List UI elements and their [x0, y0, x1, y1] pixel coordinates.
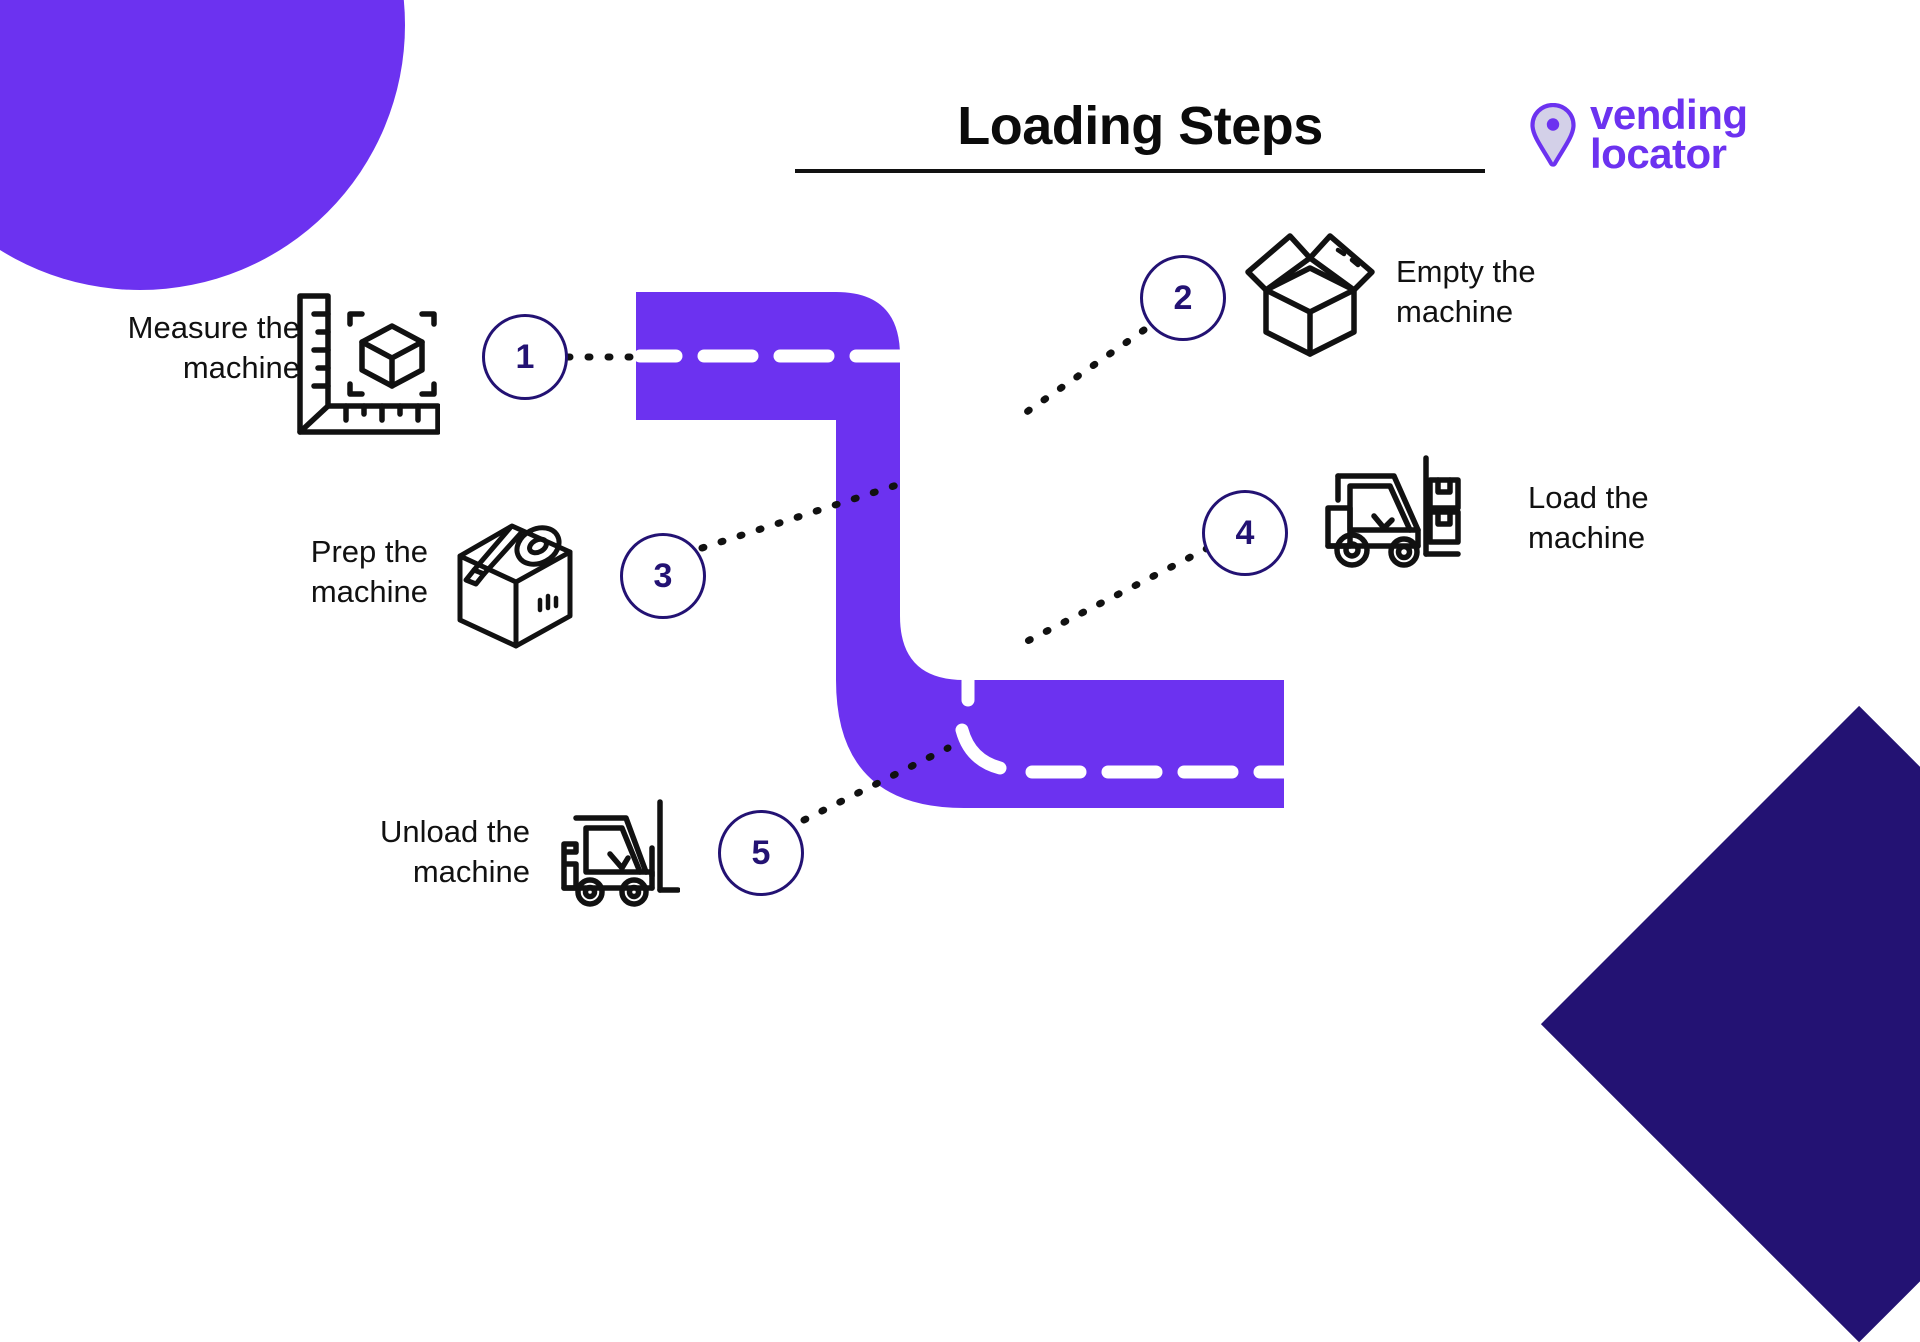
logo-line-2: locator [1590, 129, 1727, 177]
step-4-label-line1: Load the [1528, 480, 1649, 515]
step-5-label-line1: Unload the [380, 814, 530, 849]
ruler-cube-measure-icon [297, 293, 440, 435]
step-4-number: 4 [1235, 513, 1255, 552]
step-2-label-line2: machine [1396, 294, 1514, 330]
logo-line-1: vending [1590, 91, 1748, 138]
taped-box-icon [457, 523, 573, 649]
step-3-label: Prep the machine [228, 532, 428, 613]
step-circle-5[interactable]: 5 [718, 810, 804, 896]
step-circle-2[interactable]: 2 [1140, 255, 1226, 341]
forklift-empty-icon [561, 799, 680, 907]
step-2-number: 2 [1173, 278, 1193, 317]
step-circle-1[interactable]: 1 [482, 314, 568, 400]
step-1-label: Measure the machine [50, 308, 300, 389]
step-1-label-line2: machine [182, 350, 300, 386]
step-2-label: Empty the machine [1396, 252, 1666, 333]
forklift-loaded-icon [1325, 455, 1461, 568]
header: Loading Steps [795, 98, 1485, 173]
step-5-number: 5 [751, 833, 771, 872]
step-circle-4[interactable]: 4 [1202, 490, 1288, 576]
step-2-label-line1: Empty the [1396, 254, 1536, 289]
step-1-number: 1 [515, 337, 535, 376]
open-box-icon [1245, 233, 1375, 357]
logo-wordmark: vending locator [1590, 91, 1748, 177]
road-path [633, 292, 1297, 808]
step-3-label-line2: machine [310, 574, 428, 610]
title-underline [795, 168, 1485, 173]
step-4-label: Load the machine [1528, 478, 1778, 559]
step-5-label: Unload the machine [280, 812, 530, 893]
brand-logo[interactable]: vending locator [1530, 91, 1748, 177]
decorative-triangle-bottom-right [1540, 705, 1920, 1342]
step-4-label-line2: machine [1528, 520, 1646, 556]
step-1-label-line1: Measure the [127, 310, 300, 345]
map-pin-icon [1530, 102, 1576, 167]
step-circle-3[interactable]: 3 [620, 533, 706, 619]
step-3-number: 3 [653, 556, 673, 595]
decorative-circle-top-left [0, 0, 405, 290]
step-3-label-line1: Prep the [310, 534, 428, 569]
page-title: Loading Steps [957, 96, 1323, 156]
step-5-label-line2: machine [412, 854, 530, 890]
